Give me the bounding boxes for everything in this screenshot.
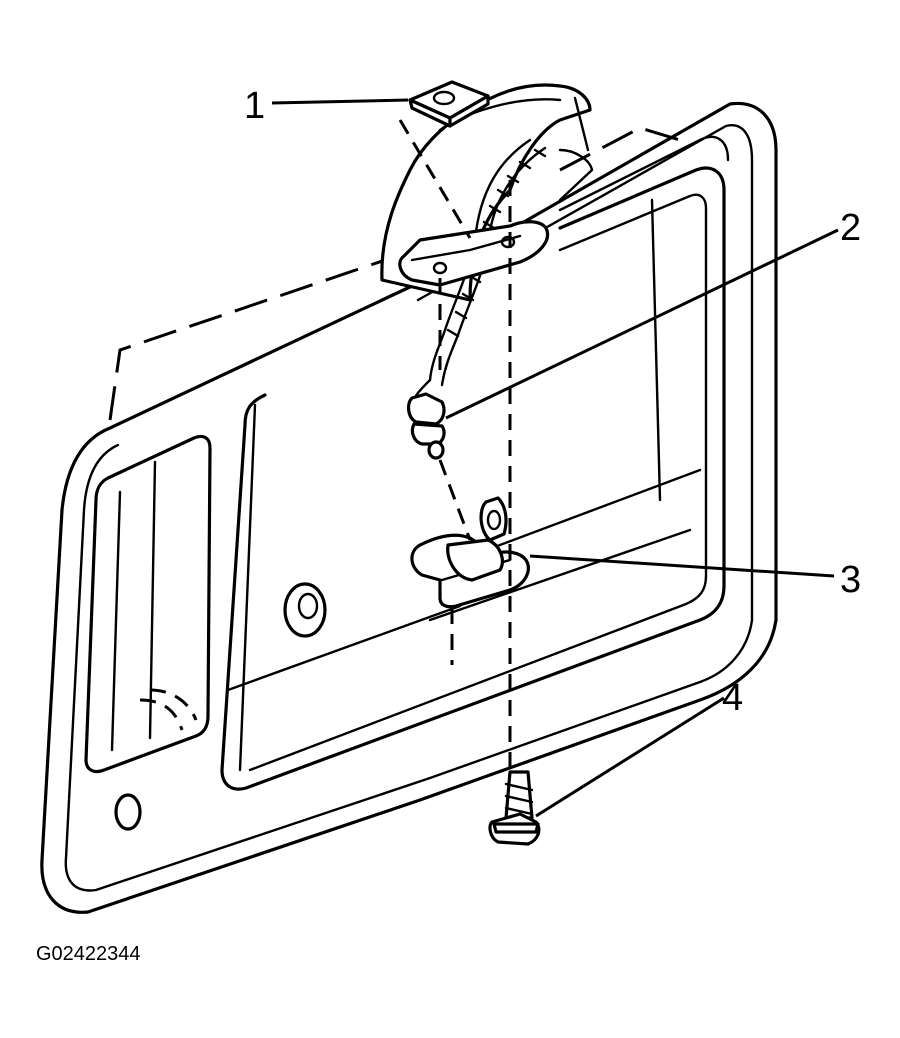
bulb-socket: [406, 392, 446, 460]
door-handle-panel: [40, 101, 778, 914]
callout-4: 4: [722, 677, 743, 719]
callout-3: 3: [840, 559, 861, 601]
screw: [488, 770, 541, 846]
figure-id: G02422344: [36, 943, 141, 965]
callout-2: 2: [840, 207, 861, 249]
alignment-lines: [398, 119, 512, 770]
clip-nut: [408, 80, 490, 128]
panel-hidden-outline: [108, 126, 681, 421]
lamp-housing: [410, 496, 530, 609]
leader-lines: [271, 98, 839, 818]
callout-1: 1: [244, 85, 265, 127]
